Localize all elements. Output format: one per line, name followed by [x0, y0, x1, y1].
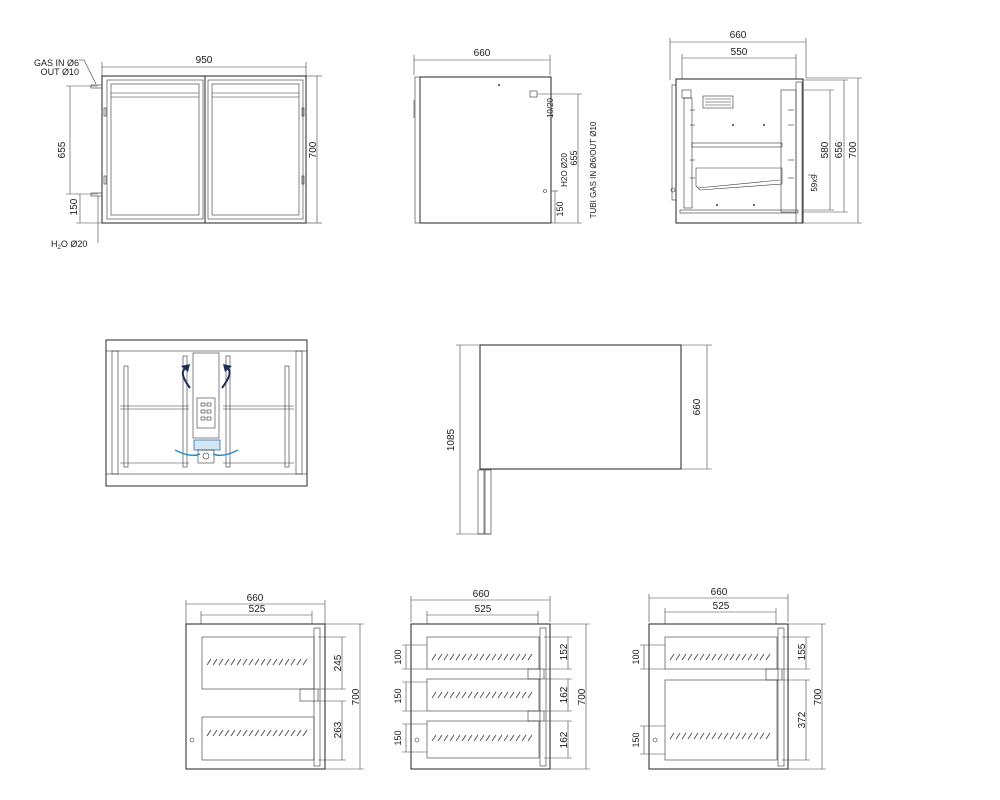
drawer-three-d3-label: 162 — [559, 731, 570, 748]
drawer-two-width-label: 660 — [247, 593, 264, 604]
drawer-mixed-width-label: 660 — [711, 587, 728, 598]
front-door-left — [106, 79, 204, 220]
runner-label: 59x9 — [810, 174, 819, 192]
drawer-two-d1-label: 245 — [333, 654, 344, 671]
open-height-656-label: 656 — [834, 141, 845, 158]
drawer-two-view: 660 525 245 263 700 — [185, 593, 364, 770]
top-surface — [479, 344, 682, 470]
front-view: 950 GAS IN Ø6 OUT Ø10 655 150 — [34, 55, 322, 251]
drawer-three-h3-label: 150 — [393, 730, 403, 745]
open-inner-width-label: 550 — [731, 47, 748, 58]
side-cabinet — [419, 76, 552, 224]
side-view: 660 655 150 H2O Ø20 10/20 TUBI GAS IN Ø6… — [413, 48, 598, 224]
airflow-return-right-icon — [212, 449, 239, 457]
evaporator-unit — [193, 439, 221, 451]
drawer-mixed-view: 660 525 100 150 155 372 700 — [631, 587, 826, 770]
front-cabinet — [101, 75, 307, 224]
interior-airflow-view — [105, 339, 308, 487]
drawer-two-d2-label: 263 — [333, 721, 344, 738]
open-height-580-label: 580 — [820, 141, 831, 158]
drawer-three-top — [426, 636, 540, 670]
drawer-three-width-label: 660 — [473, 589, 490, 600]
drawer-three-d1-label: 152 — [559, 643, 570, 660]
drawer-mixed-h1-label: 100 — [631, 649, 641, 664]
gas-out-label: OUT Ø10 — [41, 67, 79, 77]
open-cabinet — [675, 78, 804, 224]
open-outer-width-label: 660 — [730, 30, 747, 41]
drawer-three-h1-label: 100 — [393, 649, 403, 664]
side-gas-label: TUBI GAS IN Ø6/OUT Ø10 — [589, 121, 598, 218]
drawer-mixed-inner-label: 525 — [713, 601, 730, 612]
drawer-mixed-h2-label: 150 — [631, 732, 641, 747]
airflow-return-left-icon — [174, 449, 201, 457]
gas-in-label: GAS IN Ø6 — [34, 58, 79, 68]
top-length-label: 1085 — [446, 428, 457, 451]
drawer-three-inner-label: 525 — [475, 604, 492, 615]
open-height-700-label: 700 — [848, 141, 859, 158]
top-depth-label: 660 — [692, 398, 703, 415]
drawer-mixed-bottom — [664, 679, 778, 761]
drawer-two-inner-label: 525 — [249, 604, 266, 615]
top-view: 1085 660 — [446, 344, 712, 535]
gas-height-label: 655 — [57, 141, 68, 158]
side-water-label: H2O Ø20 — [560, 153, 569, 187]
drawer-three-view: 660 525 100 150 150 — [393, 589, 590, 770]
drawer-mixed-height-label: 700 — [813, 688, 824, 705]
drawer-three-bottom — [426, 720, 540, 759]
front-door-right — [207, 79, 304, 220]
drawer-three-h2-label: 150 — [393, 688, 403, 703]
side-water-height-label: 150 — [555, 201, 565, 216]
drawer-three-middle — [426, 678, 540, 712]
drawer-three-d2-label: 162 — [559, 686, 570, 703]
drawer-mixed-d1-label: 155 — [797, 643, 808, 660]
front-height-label: 700 — [308, 141, 319, 158]
open-side-view: 660 550 — [669, 30, 862, 224]
drawer-two-cabinet — [185, 623, 326, 770]
front-width-label: 950 — [196, 55, 213, 66]
front-water-height-label: 150 — [69, 198, 80, 215]
drawer-two-height-label: 700 — [351, 688, 362, 705]
drawer-mixed-top — [664, 636, 778, 670]
interior-cabinet — [105, 339, 308, 487]
side-depth-label: 660 — [474, 48, 491, 59]
water-label: H2O Ø20 — [51, 239, 87, 251]
side-gas-height-label: 655 — [569, 150, 579, 165]
side-small-dim-label: 10/20 — [546, 97, 555, 118]
drawer-three-height-label: 700 — [577, 688, 588, 705]
drawer-mixed-d2-label: 372 — [797, 711, 808, 728]
drawer-mixed-cabinet — [648, 623, 789, 770]
